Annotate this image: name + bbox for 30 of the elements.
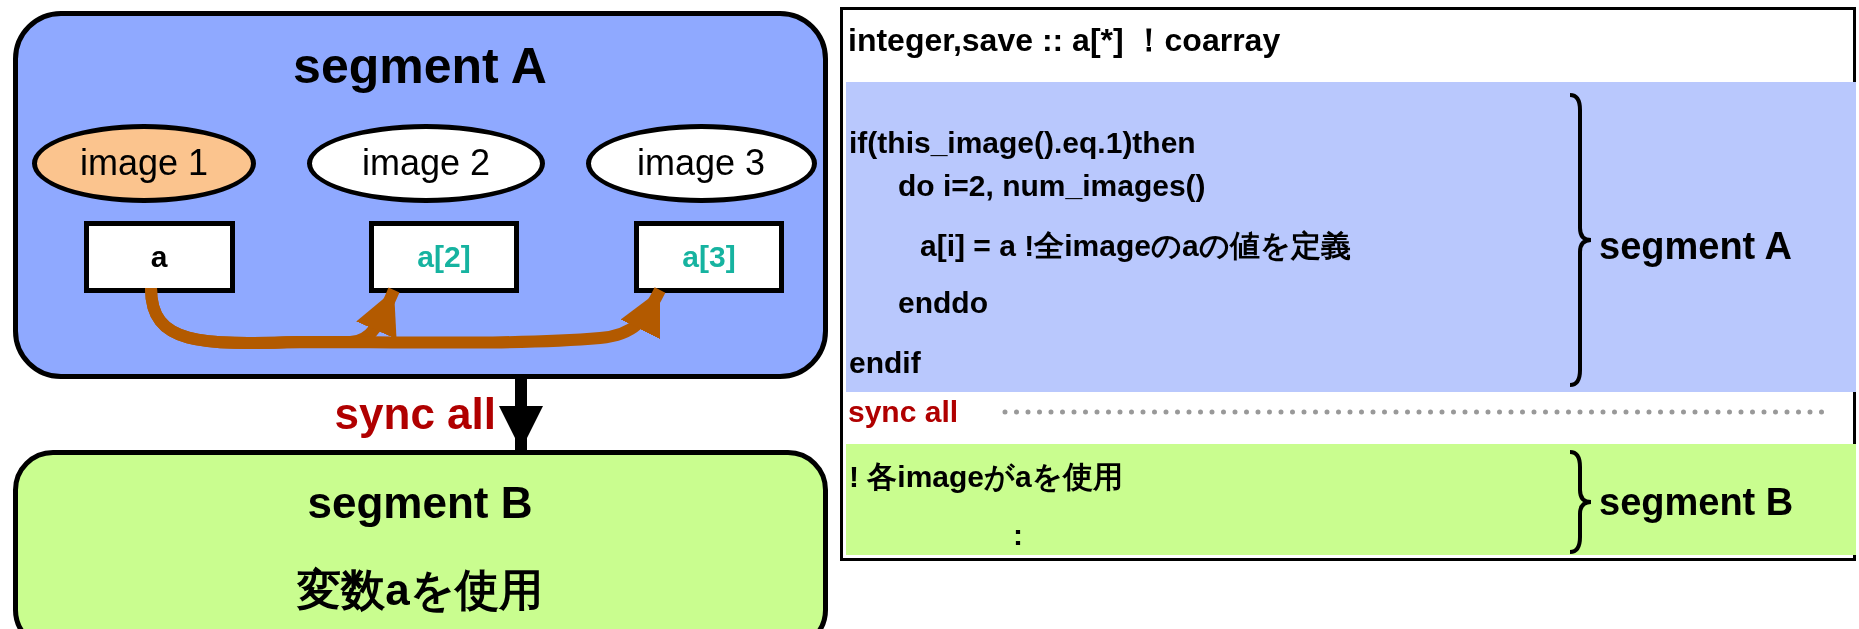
variable-label: a — [150, 242, 168, 272]
variable-box — [84, 221, 235, 293]
variable-label: a[3] — [682, 242, 736, 272]
image-label: image 1 — [79, 145, 209, 181]
arrow — [145, 287, 666, 349]
image-label: image 3 — [636, 145, 766, 181]
code-line: integer,save :: a[*] ！coarray — [848, 24, 1281, 56]
segment-title: segment B — [307, 481, 533, 525]
code-line: endif — [849, 348, 921, 378]
arrow — [499, 379, 543, 450]
code-line: : — [1013, 520, 1023, 550]
code-block — [846, 444, 1856, 555]
code-line: do i=2, num_images() — [898, 171, 1206, 201]
code-block — [846, 82, 1856, 392]
variable-label: a[2] — [417, 242, 471, 272]
code-line: ! 各imageがaを使用 — [849, 462, 1123, 492]
variable-box — [369, 221, 519, 293]
segment-box — [13, 11, 828, 379]
segment-box — [13, 450, 828, 629]
segment-label: segment A — [1599, 227, 1792, 265]
segment-label: segment B — [1599, 483, 1794, 521]
code-line: if(this_image().eq.1)then — [849, 128, 1196, 158]
code-line: a[i] = a !全imageのaの値を定義 — [920, 231, 1351, 261]
segment-title: segment A — [293, 41, 547, 91]
variable-box — [634, 221, 784, 293]
code-line: enddo — [898, 288, 988, 318]
image-label: image 2 — [361, 145, 491, 181]
code-line: sync all — [848, 397, 959, 427]
code-panel — [840, 7, 1856, 561]
segment-note: 変数aを使用 — [297, 568, 543, 612]
